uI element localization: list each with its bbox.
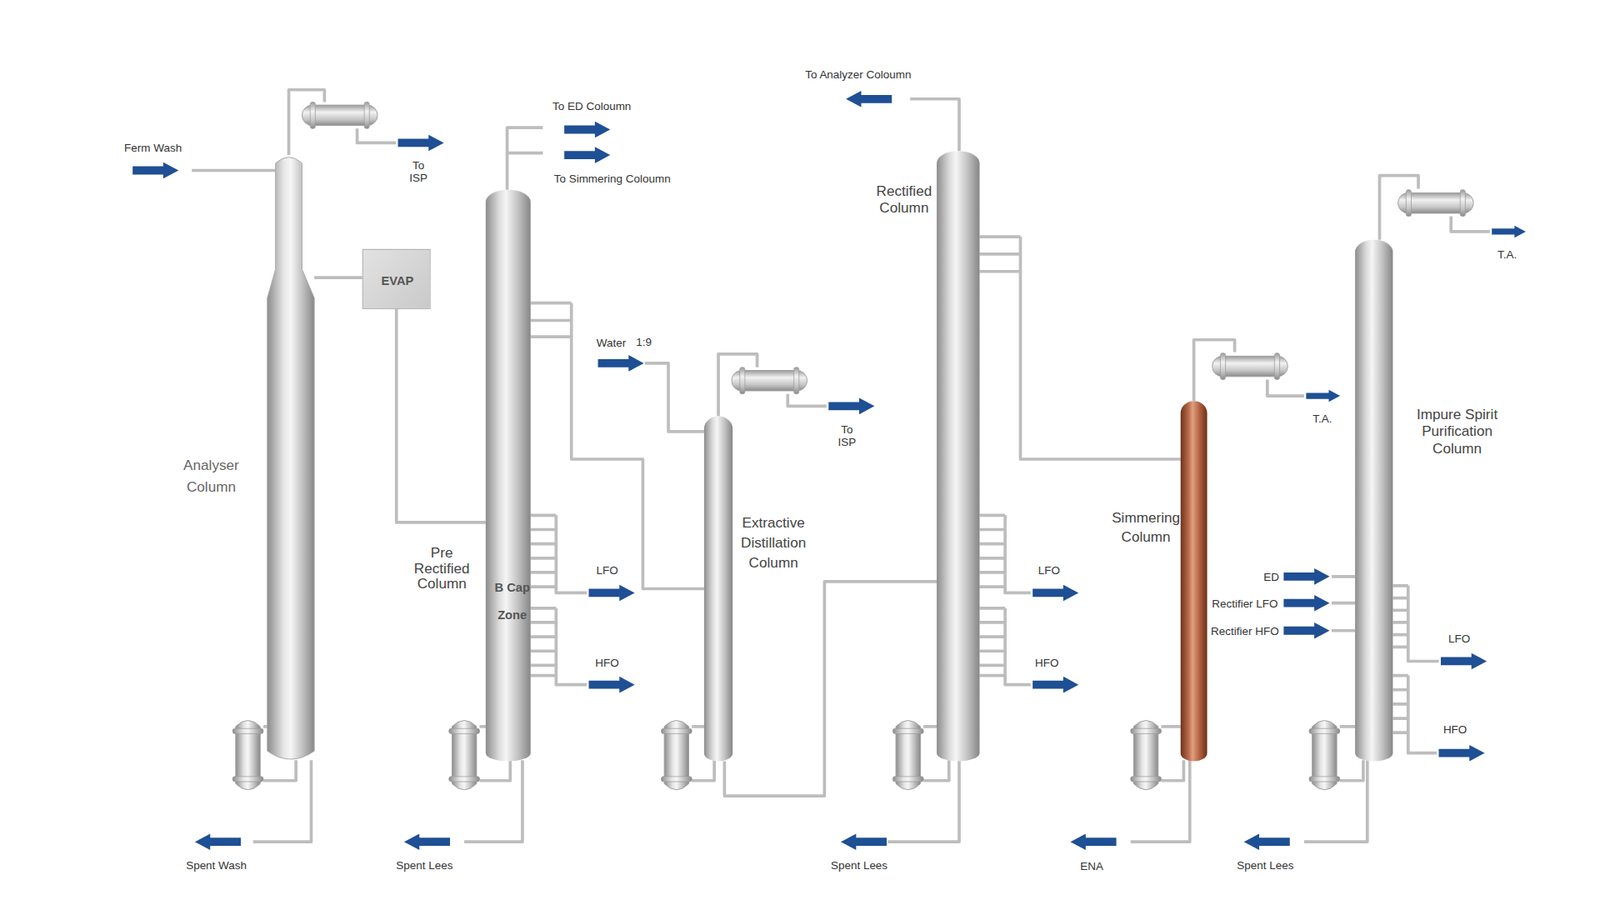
zone-label: B Cap Zone bbox=[490, 574, 534, 630]
stream-label: LFO bbox=[595, 564, 618, 577]
stream-label: LFO bbox=[1038, 564, 1060, 577]
reboilers bbox=[232, 720, 1340, 790]
condenser bbox=[301, 101, 378, 129]
pipework bbox=[191, 90, 1490, 842]
stream-label: Spent Lees bbox=[830, 859, 888, 872]
reboiler bbox=[449, 720, 480, 790]
distillation-column: Rectified Column bbox=[936, 150, 980, 761]
stream-label: Spent Lees bbox=[1236, 859, 1294, 872]
stream-label: HFO bbox=[1035, 655, 1059, 669]
column-label: Impure Spirit Purification Column bbox=[1405, 405, 1508, 458]
condensers bbox=[301, 101, 1474, 394]
reboiler bbox=[892, 720, 924, 790]
stream-label: Spent Lees bbox=[395, 859, 453, 872]
distillation-column: Pre Rectified ColumnB Cap Zone bbox=[485, 190, 531, 762]
process-pipe bbox=[396, 309, 486, 523]
stream-label: T.A. bbox=[1312, 412, 1332, 425]
distillation-column: Extractive Distillation Column bbox=[704, 416, 733, 762]
reboiler bbox=[232, 720, 264, 790]
condenser bbox=[731, 367, 808, 395]
stream-label: ENA bbox=[1080, 860, 1104, 873]
column-outline bbox=[267, 155, 315, 761]
process-pipe bbox=[724, 581, 937, 796]
stream-label: Water bbox=[596, 336, 626, 350]
stream-label: Ferm Wash bbox=[124, 141, 182, 155]
stream-label: Spent Wash bbox=[185, 859, 247, 872]
stream-label: To ISP bbox=[405, 159, 430, 184]
process-pipe bbox=[314, 275, 363, 280]
reboiler bbox=[1130, 720, 1162, 790]
distillation-column: Simmering Column bbox=[1180, 400, 1208, 761]
evaporator-box: EVAP bbox=[362, 249, 431, 310]
flow-arrows bbox=[132, 90, 1526, 850]
stream-label: 1:9 bbox=[635, 335, 652, 349]
reboiler bbox=[1309, 720, 1340, 790]
reboiler bbox=[660, 720, 692, 790]
stream-label: To Analyzer Coloumn bbox=[805, 68, 911, 81]
process-pipe bbox=[980, 271, 1181, 460]
distillation-column: Analyser Column bbox=[267, 155, 315, 761]
stream-label: To Simmering Coloumn bbox=[554, 172, 671, 185]
stream-label: Rectifier LFO bbox=[1211, 596, 1278, 610]
stream-label: HFO bbox=[595, 655, 619, 669]
stream-label: To ED Coloumn bbox=[552, 100, 631, 113]
column-label: Simmering Column bbox=[1105, 508, 1187, 548]
stream-label: HFO bbox=[1443, 723, 1467, 736]
stream-label: Rectifier HFO bbox=[1210, 624, 1280, 637]
stream-label: ED bbox=[1263, 570, 1280, 583]
column-label: EVAP bbox=[366, 273, 428, 288]
condenser bbox=[1212, 353, 1289, 380]
column-label: Rectified Column bbox=[867, 182, 941, 215]
column-label: Analyser Column bbox=[170, 455, 252, 498]
condenser bbox=[1398, 190, 1475, 217]
column-label: Pre Rectified Column bbox=[405, 545, 479, 591]
stream-label: To ISP bbox=[835, 423, 860, 448]
stream-label: T.A. bbox=[1497, 248, 1517, 261]
distillation-column: Impure Spirit Purification Column bbox=[1355, 240, 1393, 762]
process-pipe bbox=[530, 336, 705, 589]
stream-label: LFO bbox=[1448, 632, 1470, 645]
column-label: Extractive Distillation Column bbox=[724, 513, 823, 574]
